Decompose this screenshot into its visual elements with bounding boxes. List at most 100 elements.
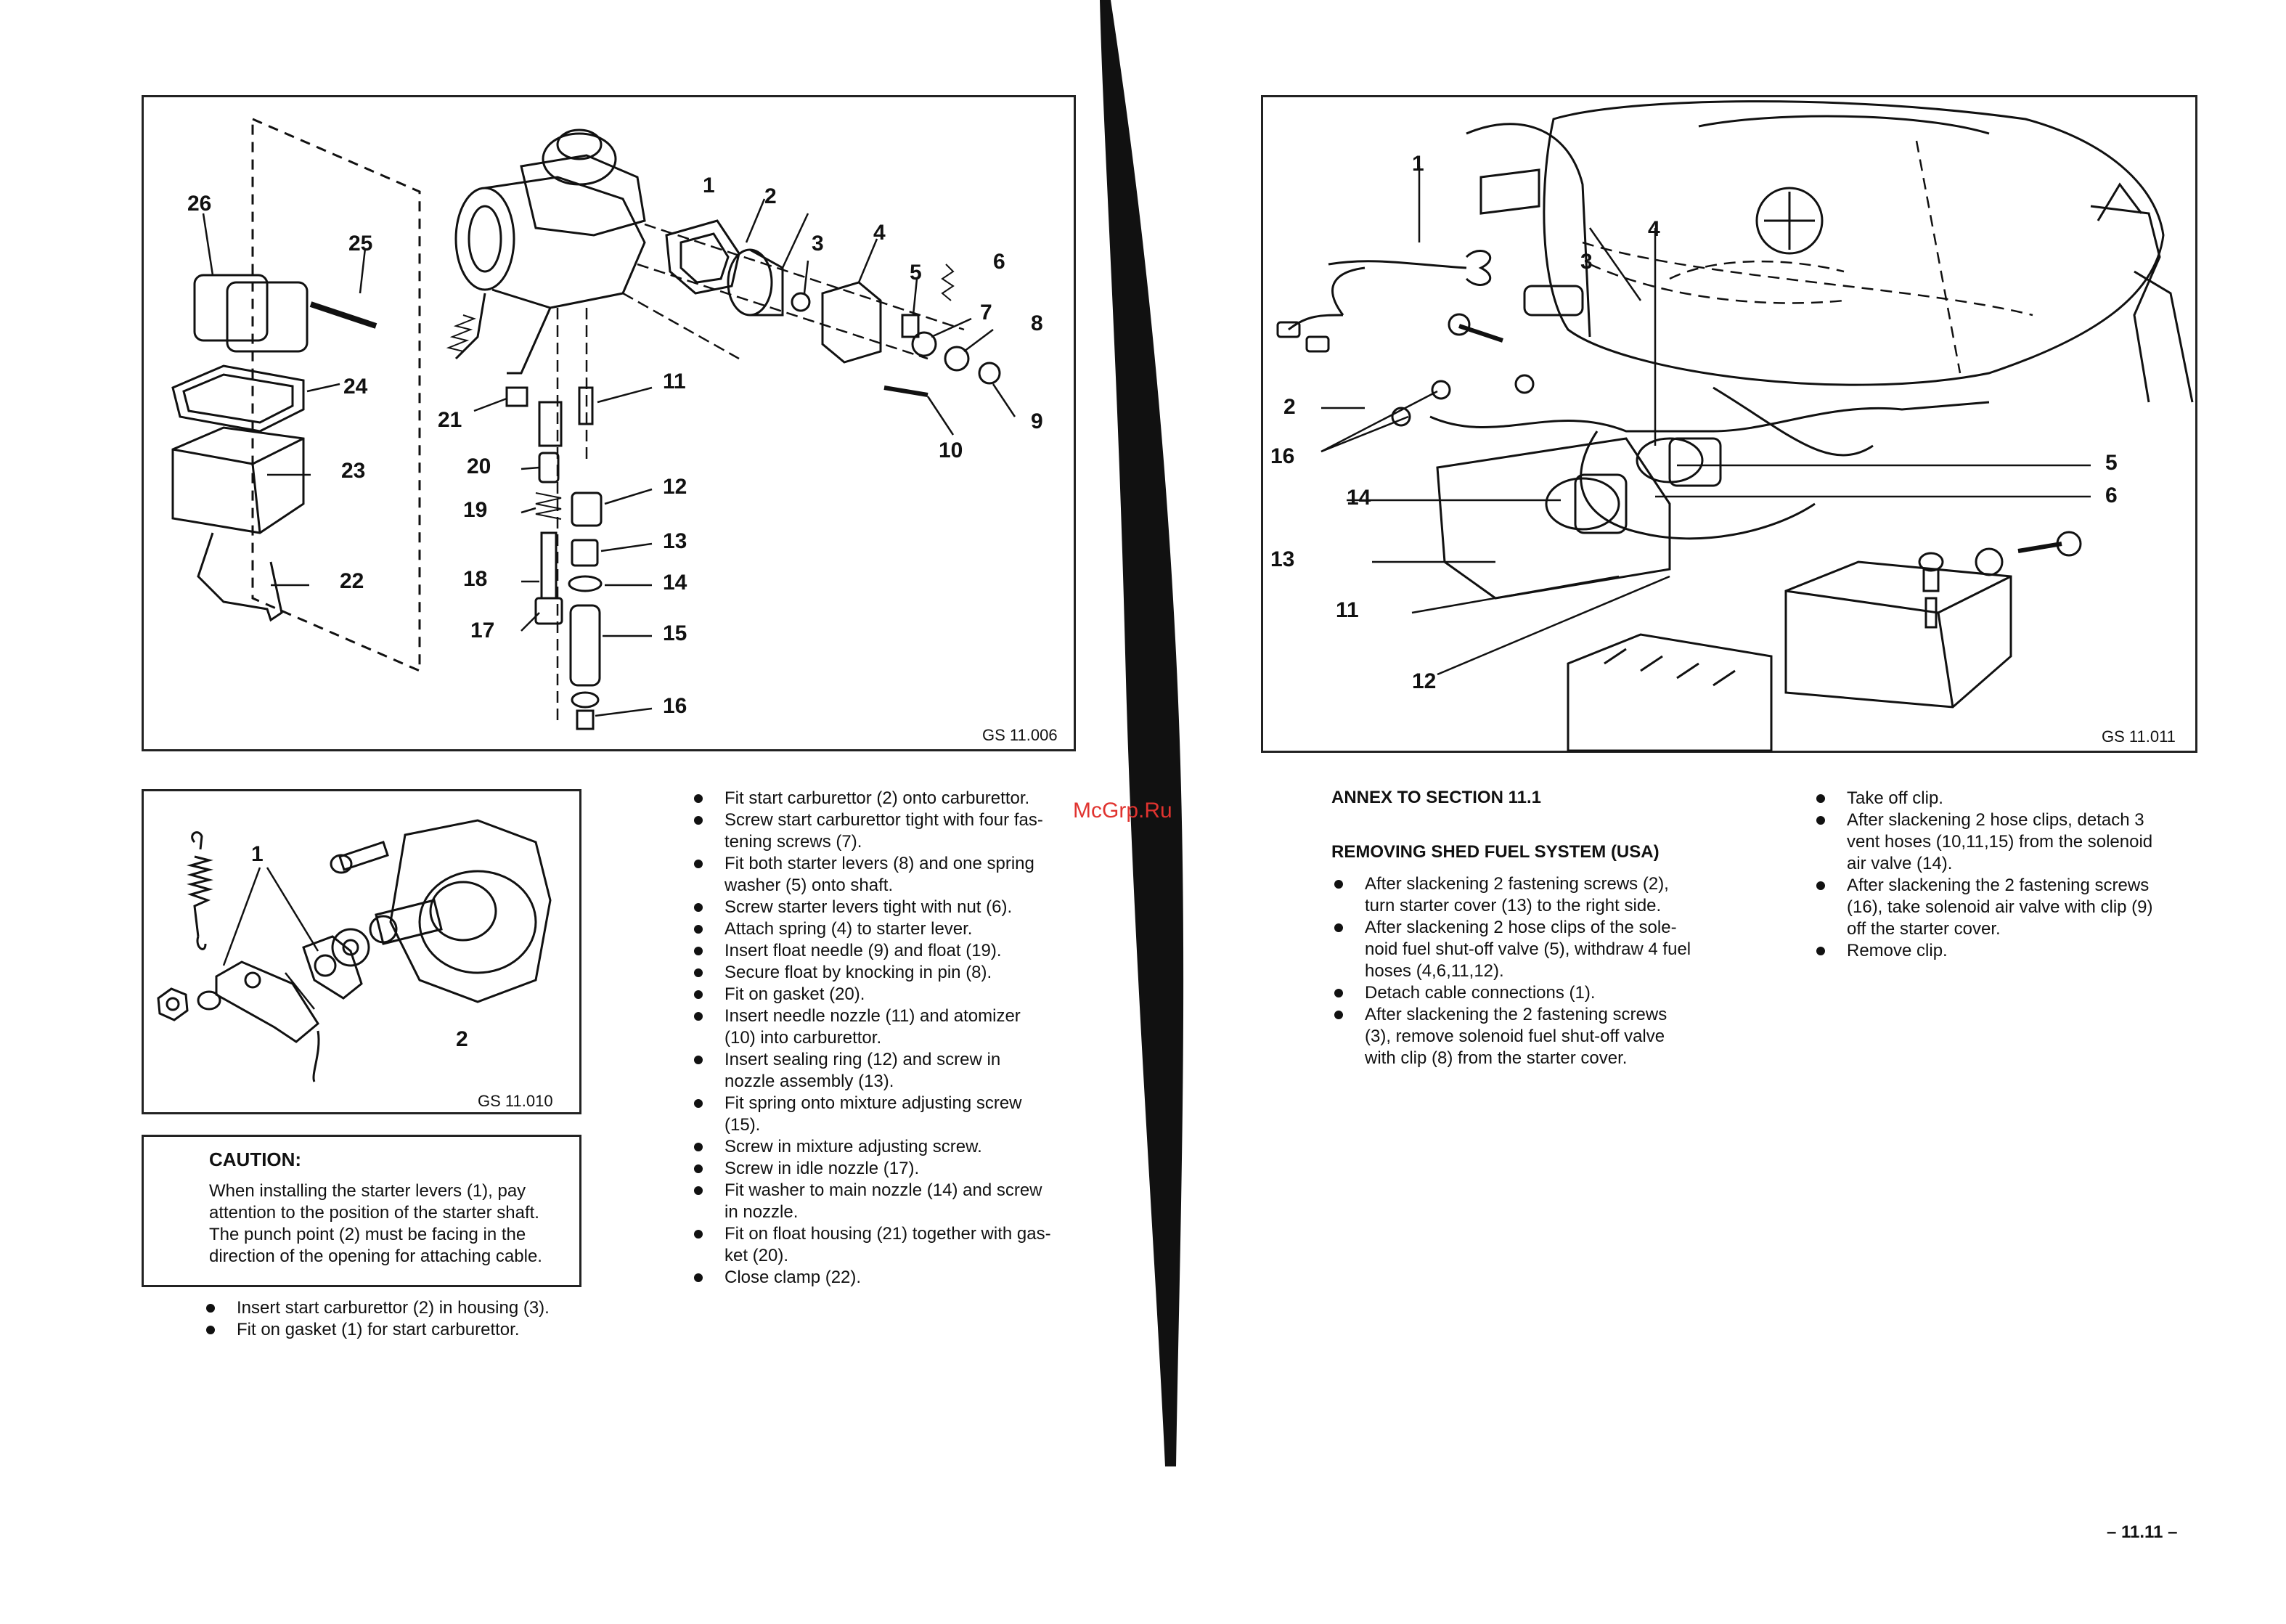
list-item: Insert float needle (9) and float (19). (691, 940, 1098, 962)
figure-carburettor: 1 2 3 4 5 6 7 8 9 10 11 12 13 14 15 16 1… (142, 95, 1076, 751)
callout-7: 7 (980, 301, 992, 325)
caution-box: CAUTION: When installing the starter lev… (142, 1135, 581, 1287)
list-item-line: Fit washer to main nozzle (14) and screw (724, 1180, 1042, 1200)
list-item-line: Screw in mixture adjusting screw. (724, 1137, 982, 1156)
callout-16: 16 (663, 694, 687, 718)
list-item-line: Remove clip. (1847, 941, 1948, 960)
list-item: After slackening 2 hose clips of the sol… (1331, 917, 1738, 982)
callout-13: 13 (663, 529, 687, 553)
list-item: Screw start carburettor tight with four … (691, 809, 1098, 853)
callout-26: 26 (187, 192, 212, 216)
list-item-line: Insert needle nozzle (11) and atomizer (724, 1006, 1021, 1026)
list-item-line: noid fuel shut-off valve (5), withdraw 4… (1365, 939, 1691, 959)
list-item: Attach spring (4) to starter lever. (691, 918, 1098, 940)
callout-25: 25 (348, 232, 373, 256)
watermark: McGrp.Ru (1073, 799, 1172, 823)
callout-20: 20 (467, 454, 491, 478)
annex-heading: ANNEX TO SECTION 11.1 (1331, 788, 1541, 807)
callout-24: 24 (343, 375, 368, 399)
callout-3: 3 (812, 232, 824, 256)
fuel-callout-14: 14 (1347, 486, 1371, 510)
fuel-callout-11: 11 (1336, 598, 1359, 622)
callout-21: 21 (438, 408, 462, 432)
callout-15: 15 (663, 621, 687, 645)
list-item: Fit both starter levers (8) and one spri… (691, 853, 1098, 897)
callout-12: 12 (663, 475, 687, 499)
fuel-callout-16: 16 (1270, 444, 1295, 468)
callout-23: 23 (341, 459, 366, 483)
list-item: Fit washer to main nozzle (14) and screw… (691, 1180, 1098, 1223)
middle-bullet-list: Fit start carburettor (2) onto carburett… (691, 788, 1098, 1289)
list-item-line: Fit start carburettor (2) onto carburett… (724, 788, 1030, 808)
list-item-line: vent hoses (10,11,15) from the solenoid (1847, 832, 2153, 852)
list-item: Fit on gasket (1) for start carburettor. (203, 1319, 610, 1341)
list-item-line: Fit on gasket (20). (724, 984, 865, 1004)
list-item: Remove clip. (1813, 940, 2220, 962)
starter-callout-1: 1 (251, 842, 264, 866)
list-item-line: Fit on float housing (21) together with … (724, 1224, 1051, 1244)
list-item-line: off the starter cover. (1847, 919, 2001, 939)
starter-callout-2: 2 (456, 1027, 468, 1051)
callout-14: 14 (663, 571, 687, 595)
list-item: Detach cable connections (1). (1331, 982, 1738, 1004)
list-item: Take off clip. (1813, 788, 2220, 809)
list-item: After slackening 2 fastening screws (2),… (1331, 873, 1738, 917)
annex-subheading: REMOVING SHED FUEL SYSTEM (USA) (1331, 842, 1660, 862)
fuel-callout-3: 3 (1580, 250, 1593, 274)
list-item-line: Secure float by knocking in pin (8). (724, 963, 992, 982)
list-item: Insert needle nozzle (11) and atomizer(1… (691, 1005, 1098, 1049)
left-bullet-list: Insert start carburettor (2) in housing … (203, 1297, 610, 1341)
figure-code: GS 11.006 (982, 726, 1058, 744)
list-item: Secure float by knocking in pin (8). (691, 962, 1098, 984)
carburettor-drawing (171, 117, 1016, 730)
list-item-line: After slackening the 2 fastening screws (1847, 876, 2150, 895)
list-item: Fit on gasket (20). (691, 984, 1098, 1005)
list-item: Close clamp (22). (691, 1267, 1098, 1289)
list-item-line: After slackening the 2 fastening screws (1365, 1005, 1667, 1024)
page-number: – 11.11 – (2107, 1522, 2178, 1542)
callout-11: 11 (663, 370, 686, 393)
list-item: Screw in mixture adjusting screw. (691, 1136, 1098, 1158)
caution-title: CAUTION: (209, 1148, 302, 1170)
fuel-callout-1: 1 (1412, 152, 1424, 176)
list-item-line: in nozzle. (724, 1202, 799, 1222)
right-bullet-list: Take off clip. After slackening 2 hose c… (1813, 788, 2220, 962)
list-item-line: with clip (8) from the starter cover. (1365, 1048, 1628, 1068)
list-item-line: After slackening 2 hose clips of the sol… (1365, 918, 1677, 937)
caution-line: When installing the starter levers (1), … (209, 1181, 526, 1201)
callout-1: 1 (703, 174, 715, 197)
list-item-line: turn starter cover (13) to the right sid… (1365, 896, 1662, 915)
list-item: Screw starter levers tight with nut (6). (691, 897, 1098, 918)
caution-line: attention to the position of the starter… (209, 1203, 539, 1223)
list-item-line: Detach cable connections (1). (1365, 983, 1596, 1003)
list-item-line: (15). (724, 1115, 761, 1135)
caution-line: direction of the opening for attaching c… (209, 1246, 542, 1266)
list-item-line: Screw in idle nozzle (17). (724, 1159, 920, 1178)
list-item: Screw in idle nozzle (17). (691, 1158, 1098, 1180)
callout-19: 19 (463, 498, 488, 522)
annex-bullet-list: After slackening 2 fastening screws (2),… (1331, 873, 1738, 1069)
list-item-line: Attach spring (4) to starter lever. (724, 919, 973, 939)
list-item: Fit on float housing (21) together with … (691, 1223, 1098, 1267)
callout-2: 2 (764, 184, 777, 208)
list-item-line: Screw starter levers tight with nut (6). (724, 897, 1013, 917)
list-item-line: hoses (4,6,11,12). (1365, 961, 1504, 981)
list-item: Fit spring onto mixture adjusting screw(… (691, 1093, 1098, 1136)
fuel-callout-12: 12 (1412, 669, 1437, 693)
list-item-line: (10) into carburettor. (724, 1028, 882, 1048)
callout-4: 4 (873, 221, 886, 245)
list-item-line: Fit both starter levers (8) and one spri… (724, 854, 1034, 873)
starter-drawing (157, 819, 552, 1082)
list-item-line: washer (5) onto shaft. (724, 876, 894, 895)
list-item-line: Take off clip. (1847, 788, 1943, 808)
callout-6: 6 (993, 250, 1005, 274)
list-item-line: Insert float needle (9) and float (19). (724, 941, 1002, 960)
caution-line: The punch point (2) must be facing in th… (209, 1225, 526, 1244)
list-item-line: After slackening 2 fastening screws (2), (1365, 874, 1669, 894)
callout-17: 17 (470, 619, 495, 642)
list-item: Fit start carburettor (2) onto carburett… (691, 788, 1098, 809)
callout-5: 5 (910, 261, 922, 285)
fuel-callout-4: 4 (1648, 217, 1660, 241)
